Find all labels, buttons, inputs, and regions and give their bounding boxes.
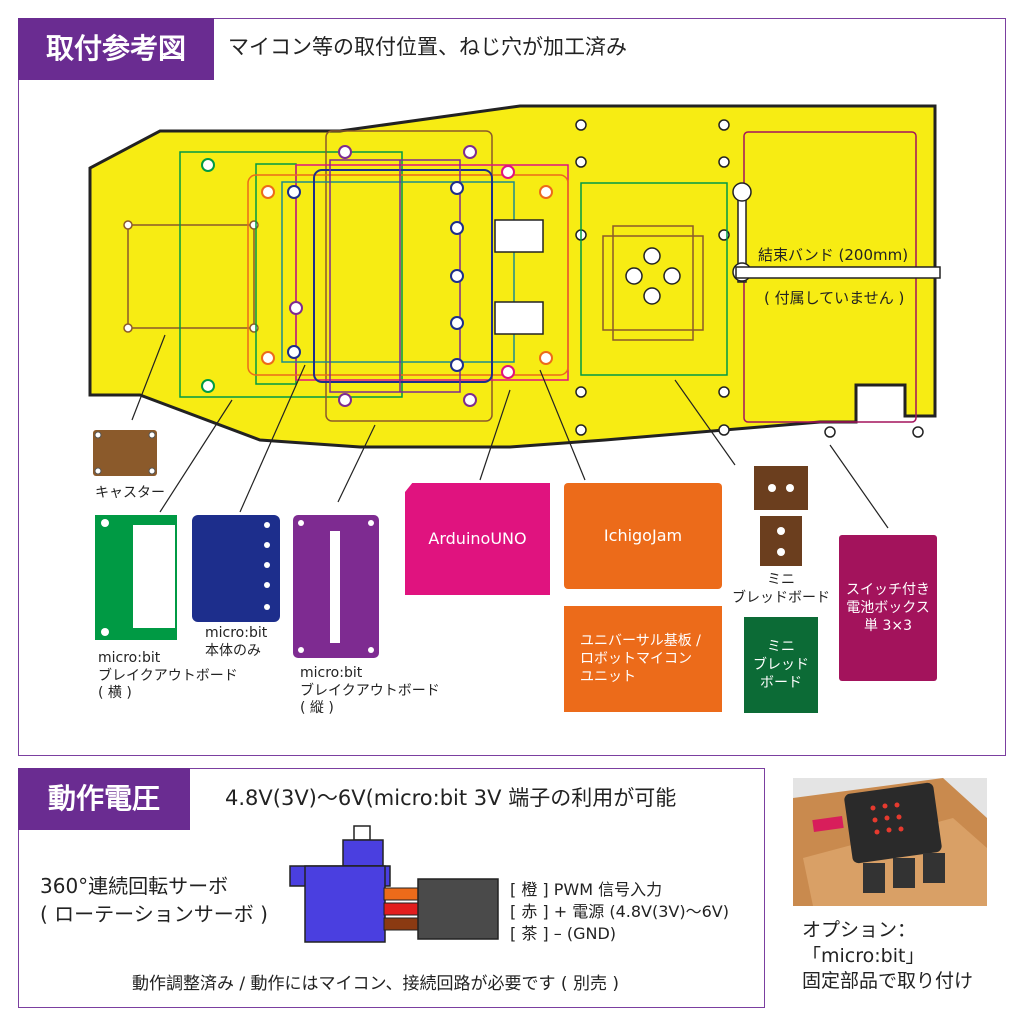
arduino-uno-block: ArduinoUNO — [405, 483, 550, 595]
option-photo — [793, 778, 987, 906]
microbit-body-label: micro:bit 本体のみ — [205, 625, 268, 659]
cable-tie-note: ( 付属していません ) — [764, 289, 905, 308]
mini-breadboard-part-2 — [760, 516, 802, 566]
microbit-breakout-horizontal-label: micro:bit ブレイクアウトボード ( 横 ) — [98, 650, 238, 701]
requirement-note: 動作調整済み / 動作にはマイコン、接続回路が必要です ( 別売 ) — [132, 974, 619, 994]
mounting-description: マイコン等の取付位置、ねじ穴が加工済み — [228, 35, 627, 59]
universal-board-block: ユニバーサル基板 / ロボットマイコン ユニット — [564, 606, 722, 712]
microbit-body-block — [192, 515, 280, 622]
wire-red-label: [ 赤 ] + 電源 (4.8V(3V)〜6V) — [510, 902, 729, 921]
caster-label: キャスター — [95, 485, 165, 501]
microbit-breakout-vertical-block — [293, 515, 379, 658]
battery-box-block: スイッチ付き 電池ボックス 単 3×3 — [839, 535, 937, 681]
caster-block — [93, 430, 157, 476]
option-caption: オプション： 「micro:bit」 固定部品で取り付け — [802, 919, 974, 993]
mini-breadboard-block: ミニ ブレッド ボード — [744, 617, 818, 713]
operating-voltage-tag: 動作電圧 — [18, 768, 190, 830]
mounting-reference-tag: 取付参考図 — [18, 18, 214, 80]
ichigojam-block: IchigoJam — [564, 483, 722, 589]
cable-tie-label: 結束バンド (200mm) — [758, 246, 909, 265]
mini-breadboard-label: ミニ ブレッドボード — [732, 572, 830, 606]
operating-voltage-text: 4.8V(3V)〜6V(micro:bit 3V 端子の利用が可能 — [225, 786, 677, 810]
microbit-breakout-vertical-label: micro:bit ブレイクアウトボード ( 縦 ) — [300, 665, 440, 716]
mini-breadboard-part-1 — [754, 466, 808, 510]
wire-brown-label: [ 茶 ] – (GND) — [510, 924, 617, 943]
servo-title: 360°連続回転サーボ ( ローテーションサーボ ) — [40, 874, 268, 926]
microbit-breakout-horizontal-block — [95, 515, 177, 640]
wire-orange-label: [ 橙 ] PWM 信号入力 — [510, 880, 663, 899]
